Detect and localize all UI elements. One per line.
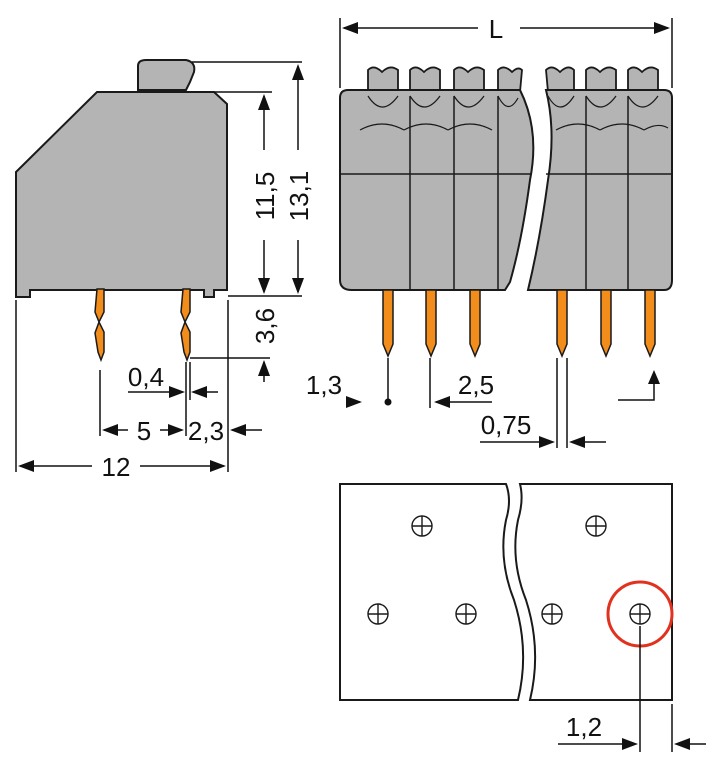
front-release-tabs [367,66,659,93]
dim-hole-offset: 1,2 [566,712,602,742]
pcb-hole-6 [629,603,651,625]
side-housing [15,91,228,298]
front-housing-right [526,89,673,291]
front-slot-curves [359,95,669,131]
side-pin-right [180,288,191,363]
dim-height-body: 11,5 [250,172,280,221]
front-tab-3 [453,66,485,93]
side-release-tab [137,59,196,91]
pcb-hole-5 [541,603,563,625]
pcb-hole-3 [367,603,389,625]
side-pin-left [94,288,105,363]
front-tab-6 [585,66,617,93]
front-pin-5 [600,289,612,358]
dim-length: L [489,14,503,44]
pcb-left [339,483,525,701]
dim-first-pin-offset: 1,3 [306,370,342,400]
front-arrowheads [342,22,670,448]
dim-height-total: 13,1 [284,171,314,222]
front-pin-2 [425,289,437,358]
dim-pin-spacing-side: 5 [137,416,151,446]
dim-depth: 12 [102,452,131,482]
pcb-arrowheads [622,738,690,750]
pcb-hole-4 [455,603,477,625]
pcb-hole-1 [411,515,433,537]
front-housing-left [339,89,535,291]
pcb-layout [339,483,673,701]
front-tab-4 [497,66,523,93]
front-view [339,66,673,358]
front-pin-1 [382,289,394,358]
front-tab-2 [409,66,441,93]
front-tab-5 [545,66,575,93]
pcb-hole-2 [585,515,607,537]
dim-pitch: 2,5 [458,370,494,400]
front-tab-7 [627,66,659,93]
dim-pin-thickness: 0,75 [481,410,532,440]
dim-pin-width: 0,4 [128,362,164,392]
front-pin-4 [556,289,568,358]
pcb-dimensions [558,626,706,752]
front-pins [382,289,656,358]
front-slot-lines [340,96,672,290]
side-arrowheads [18,64,304,472]
front-pin-3 [469,289,481,358]
front-pin-6 [644,289,656,358]
dim-pin-length: 3,6 [250,308,280,344]
pcb-holes [367,515,651,625]
dim-pin-offset: 2,3 [188,416,224,446]
side-view [15,59,228,363]
front-tab-1 [367,66,399,93]
